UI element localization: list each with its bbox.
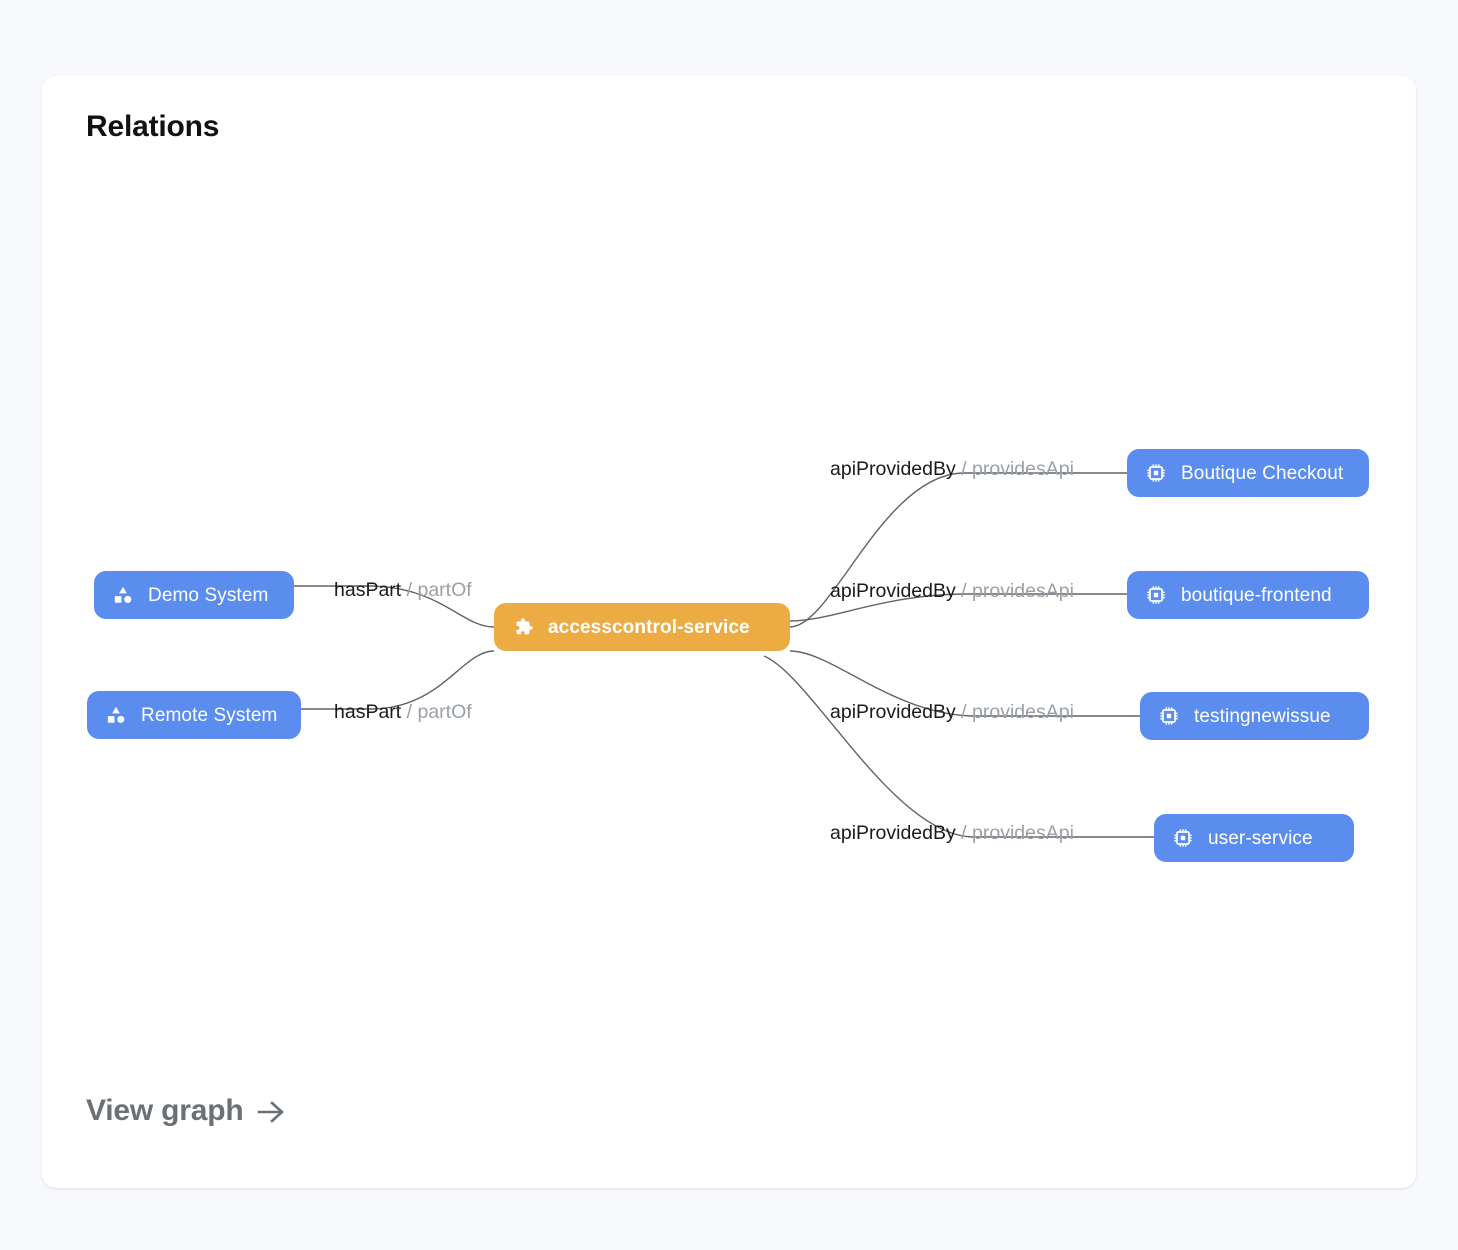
graph-node-label: user-service [1208,827,1313,849]
edge-label-forward: apiProvidedBy [830,822,956,844]
edge-label-reverse: partOf [417,579,472,601]
graph-node-demo-system[interactable]: Demo System [94,571,294,619]
edge-label: apiProvidedBy / providesApi [830,822,1074,844]
shapes-icon [112,584,134,606]
graph-edge [789,593,1127,622]
edge-label-separator: / [406,701,413,723]
cpu-icon [1145,462,1167,484]
view-graph-label: View graph [86,1094,244,1127]
edge-label: hasPart / partOf [334,579,472,601]
shapes-icon [105,704,127,726]
cpu-icon [1172,827,1194,849]
graph-edge [301,650,495,710]
graph-edge [789,472,1127,628]
edge-label-forward: apiProvidedBy [830,458,956,480]
edge-label-separator: / [961,822,967,844]
edge-label-separator: / [406,579,413,601]
graph-node-user-service[interactable]: user-service [1154,814,1354,862]
edge-label-reverse: providesApi [972,458,1074,480]
graph-node-testingnewissue[interactable]: testingnewissue [1140,692,1369,740]
edge-label-reverse: providesApi [972,701,1074,723]
edge-label-forward: apiProvidedBy [830,701,956,723]
graph-node-label: boutique-frontend [1181,584,1332,606]
graph-node-boutique-frontend[interactable]: boutique-frontend [1127,571,1369,619]
edge-label: apiProvidedBy / providesApi [830,458,1074,480]
edge-label-forward: hasPart [334,701,402,723]
edge-label-forward: apiProvidedBy [830,580,956,602]
edge-label: apiProvidedBy / providesApi [830,701,1074,723]
page-title: Relations [86,110,220,143]
edge-label-reverse: partOf [417,701,472,723]
edge-label-separator: / [961,701,967,723]
graph-node-label: Remote System [141,704,278,726]
arrow-right-icon [256,1099,286,1125]
graph-node-label: accesscontrol-service [548,616,750,638]
graph-node-boutique-checkout[interactable]: Boutique Checkout [1127,449,1369,497]
graph-edge [763,655,1154,838]
relations-card: Relations accesscontrol-service Demo Syst… [42,76,1416,1188]
graph-node-label: Boutique Checkout [1181,462,1344,484]
graph-node-center[interactable]: accesscontrol-service [494,603,790,651]
edge-label: apiProvidedBy / providesApi [830,580,1074,602]
edge-label-reverse: providesApi [972,822,1074,844]
puzzle-piece-icon [512,616,534,638]
graph-node-label: testingnewissue [1194,705,1331,727]
graph-node-label: Demo System [148,584,269,606]
edge-label: hasPart / partOf [334,701,472,723]
graph-edge [294,585,495,628]
view-graph-link[interactable]: View graph [86,1094,286,1128]
graph-edges [294,472,1154,838]
edge-label-forward: hasPart [334,579,402,601]
edge-label-separator: / [961,580,967,602]
edge-label-separator: / [961,458,967,480]
edge-label-reverse: providesApi [972,580,1074,602]
cpu-icon [1145,584,1167,606]
graph-node-remote-system[interactable]: Remote System [87,691,301,739]
graph-edge [789,650,1140,717]
cpu-icon [1158,705,1180,727]
